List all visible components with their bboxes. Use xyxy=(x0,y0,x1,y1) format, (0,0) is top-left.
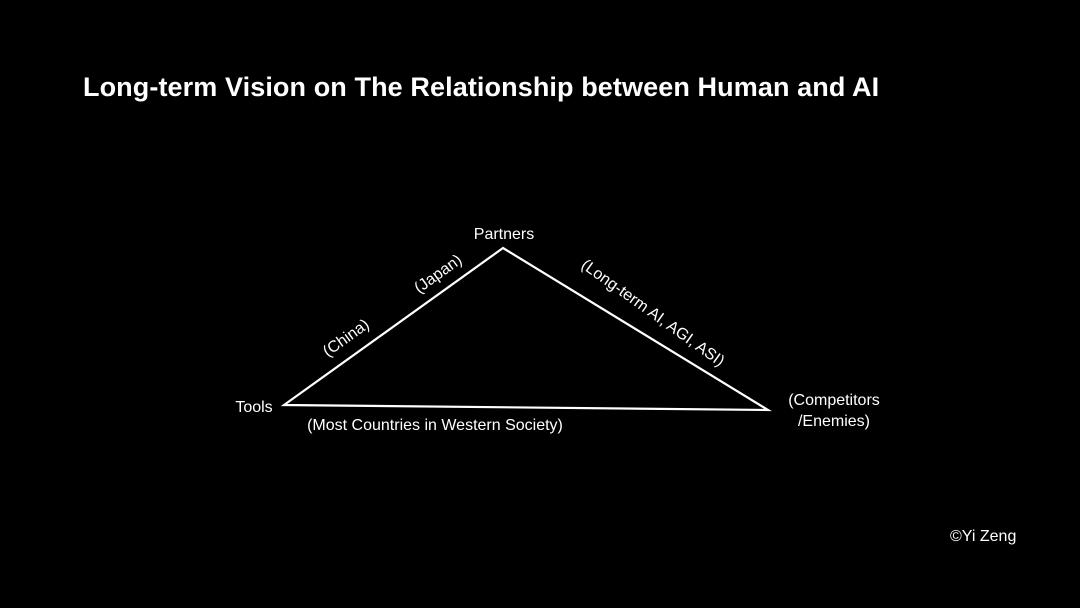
node-label-partners: Partners xyxy=(474,226,534,243)
edge-label-japan: (Japan) xyxy=(411,252,465,297)
edge-label-western-society: (Most Countries in Western Society) xyxy=(307,417,563,434)
copyright-text: ©Yi Zeng xyxy=(950,528,1017,545)
triangle-outline xyxy=(280,246,772,412)
node-label-tools: Tools xyxy=(235,399,272,416)
node-label-enemies: /Enemies) xyxy=(798,413,870,430)
node-label-competitors: (Competitors xyxy=(788,392,880,409)
slide-title: Long-term Vision on The Relationship bet… xyxy=(83,72,880,102)
edge-label-china: (China) xyxy=(320,316,373,360)
edge-label-long-term-ai: (Long-term AI, AGI, ASI) xyxy=(578,256,727,370)
